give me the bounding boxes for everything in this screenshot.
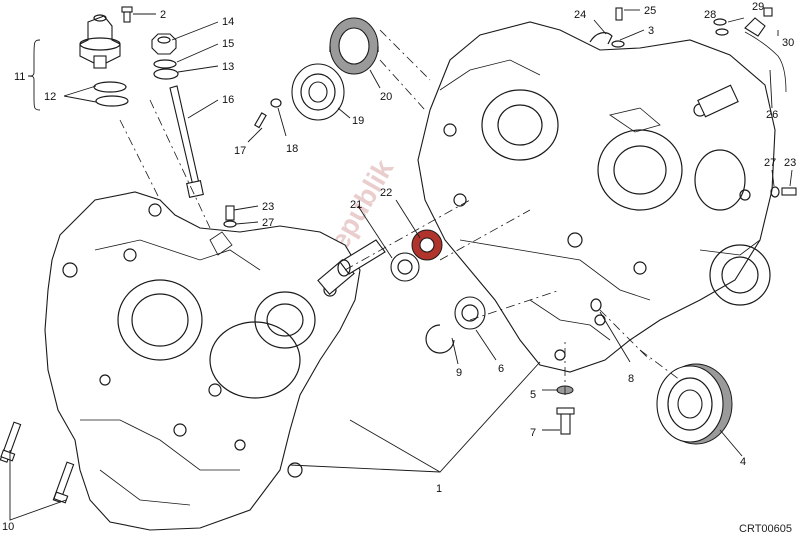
callout-6: 6 xyxy=(498,363,504,375)
callout-27b: 27 xyxy=(764,157,776,169)
bracket-top xyxy=(589,7,625,48)
screw-top xyxy=(121,6,133,23)
stud-rod xyxy=(169,85,204,198)
crankcase-bolts xyxy=(0,421,75,504)
callout-14: 14 xyxy=(222,16,234,28)
callout-13: 13 xyxy=(222,61,234,73)
right-crankcase-half xyxy=(417,21,776,373)
leader-lines xyxy=(9,7,793,521)
temp-sensor xyxy=(713,7,787,93)
drain-plug xyxy=(556,385,575,435)
callout-24: 24 xyxy=(574,9,586,21)
stud-hardware xyxy=(151,33,179,80)
screw-washer-set xyxy=(254,98,282,129)
o-rings xyxy=(93,81,129,107)
callout-29: 29 xyxy=(752,1,764,13)
callout-17: 17 xyxy=(234,145,246,157)
callout-23a: 23 xyxy=(262,201,274,213)
callout-2: 2 xyxy=(160,9,166,21)
callout-9: 9 xyxy=(456,367,462,379)
gear-bearing xyxy=(425,296,486,354)
callout-21: 21 xyxy=(350,199,362,211)
callout-19: 19 xyxy=(352,115,364,127)
callout-labels: 1 2 3 4 5 6 7 8 9 10 11 12 13 14 15 16 1… xyxy=(2,1,796,533)
callout-10: 10 xyxy=(2,521,14,533)
callout-3: 3 xyxy=(648,25,654,37)
callout-11: 11 xyxy=(14,71,25,83)
callout-28: 28 xyxy=(704,9,716,21)
callout-1: 1 xyxy=(436,483,442,495)
callout-8: 8 xyxy=(628,373,634,385)
callout-30: 30 xyxy=(782,37,794,49)
callout-4: 4 xyxy=(740,456,746,468)
small-bearings xyxy=(390,229,443,282)
dowel-left xyxy=(223,205,237,228)
crank-bearing xyxy=(656,363,733,445)
callout-7: 7 xyxy=(530,427,536,439)
callout-5: 5 xyxy=(530,389,536,401)
shaft xyxy=(337,239,386,277)
sensor-assembly xyxy=(79,14,121,69)
callout-26: 26 xyxy=(766,109,778,121)
callout-15: 15 xyxy=(222,38,234,50)
assembly-axis-lines xyxy=(119,29,681,395)
callout-12: 12 xyxy=(44,91,56,103)
small-o-ring xyxy=(590,298,602,312)
dowel-right xyxy=(770,186,797,198)
main-bearing xyxy=(291,63,345,121)
callout-20: 20 xyxy=(380,91,392,103)
callout-22: 22 xyxy=(380,187,392,199)
callout-23b: 23 xyxy=(784,157,796,169)
drawing-code: CRT00605 xyxy=(739,523,792,535)
left-crankcase-half xyxy=(44,191,361,531)
callout-18: 18 xyxy=(286,143,298,155)
callout-25: 25 xyxy=(644,5,656,17)
oil-seal xyxy=(329,17,379,75)
callout-27a: 27 xyxy=(262,217,274,229)
callout-16: 16 xyxy=(222,94,234,106)
